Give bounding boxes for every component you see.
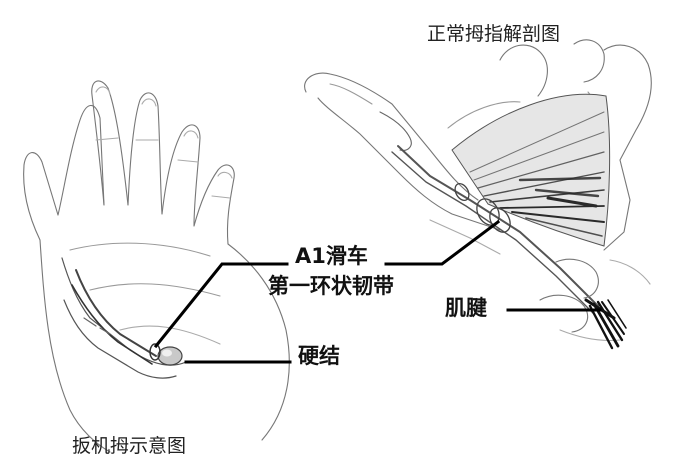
muscle-belly (451, 93, 611, 247)
callout-lines (153, 219, 602, 364)
hand-sketch (23, 80, 290, 453)
nodule-label: 硬结 (298, 344, 340, 368)
trigger-thumb-caption: 扳机拇示意图 (72, 435, 187, 457)
nodule-mark (149, 343, 183, 366)
a1-pulley-label: A1滑车 (295, 244, 368, 268)
first-annular-ligament-label: 第一环状韧带 (268, 274, 394, 298)
tendon-label: 肌腱 (445, 296, 487, 320)
normal-thumb-caption: 正常拇指解剖图 (427, 23, 561, 45)
